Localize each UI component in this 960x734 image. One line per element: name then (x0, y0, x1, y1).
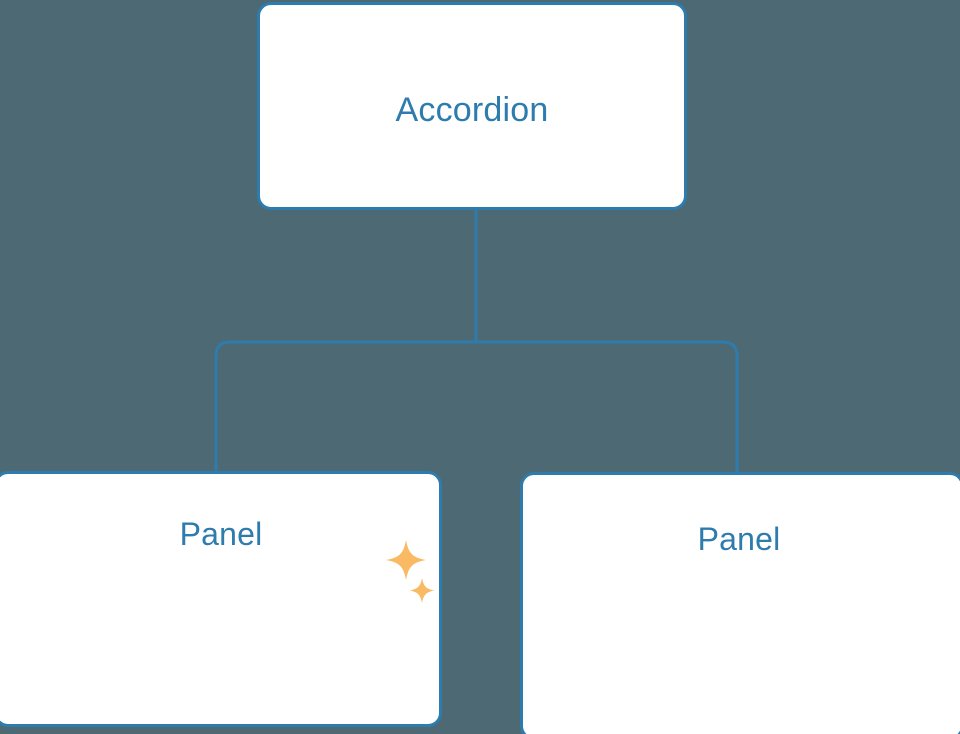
node-title: Panel (697, 521, 781, 557)
node-accordion[interactable]: Accordion (257, 2, 687, 210)
node-panel-right[interactable]: Panel (520, 472, 960, 734)
node-title: Accordion (395, 91, 549, 129)
node-panel-left[interactable]: Panel (0, 471, 442, 727)
node-title: Panel (179, 516, 263, 552)
